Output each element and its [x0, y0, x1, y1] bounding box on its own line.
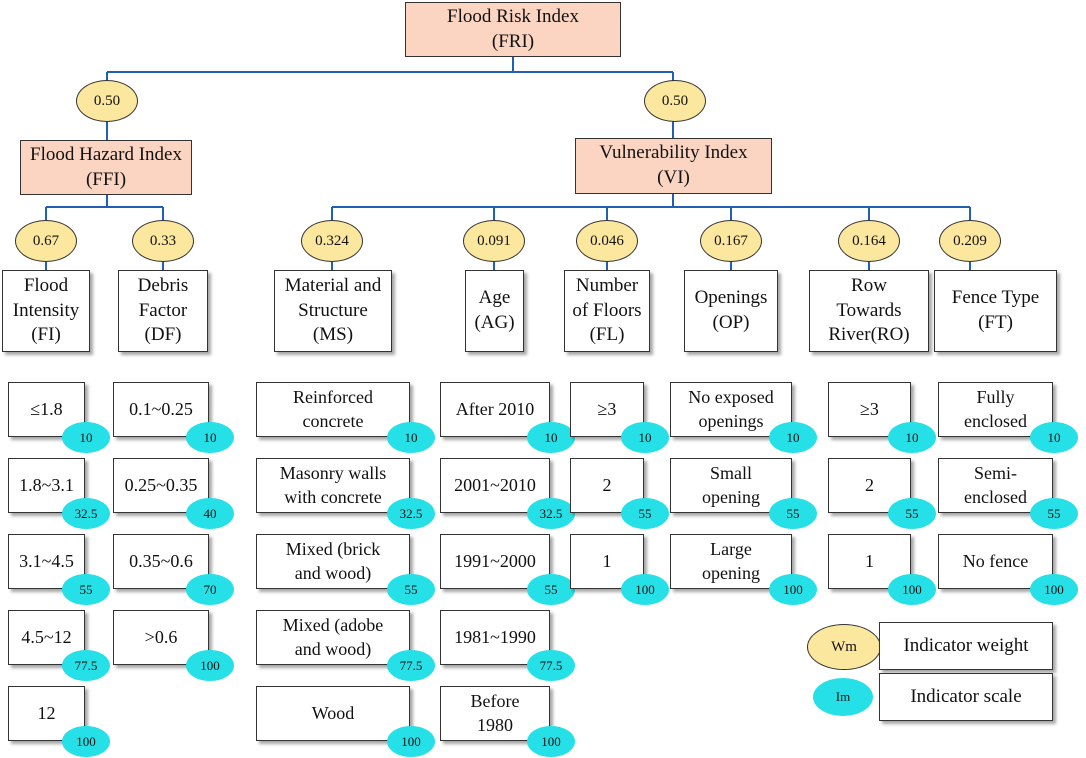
- legend-scale-symbol: Im: [813, 678, 873, 716]
- ro-scale-2-value: 55: [888, 498, 936, 529]
- op-scale-2: Small opening: [670, 458, 792, 513]
- op-scale-3: Large opening: [670, 534, 792, 589]
- ro-scale-1-value: 10: [888, 422, 936, 453]
- flood-hazard-index-box: Flood Hazard Index (FFI): [20, 140, 192, 195]
- ms-scale-1: Reinforced concrete: [256, 382, 410, 437]
- ag-scale-3-value: 55: [527, 574, 575, 605]
- ms-scale-5: Wood: [256, 686, 410, 741]
- ro-weight: 0.164: [838, 220, 900, 262]
- fl-scale-1-value: 10: [621, 422, 669, 453]
- ms-indicator-box: Material and Structure (MS): [274, 270, 392, 352]
- ro-indicator-box: Row Towards River(RO): [809, 270, 929, 352]
- vi-weight: 0.50: [644, 80, 706, 122]
- ft-indicator-box: Fence Type (FT): [934, 270, 1057, 352]
- fl-scale-1: ≥3: [570, 382, 644, 437]
- ag-weight: 0.091: [463, 220, 525, 262]
- ag-indicator-box: Age (AG): [465, 270, 524, 352]
- legend-scale-label: Indicator scale: [879, 673, 1053, 721]
- ms-scale-2-value: 32.5: [387, 498, 435, 529]
- ms-scale-5-value: 100: [387, 726, 435, 757]
- ms-weight: 0.324: [301, 220, 363, 262]
- fi-weight: 0.67: [15, 220, 77, 262]
- op-scale-1: No exposed openings: [670, 382, 792, 437]
- ms-scale-4: Mixed (adobe and wood): [256, 610, 410, 665]
- ag-scale-5-value: 100: [527, 726, 575, 757]
- df-indicator-box: Debris Factor (DF): [118, 270, 208, 352]
- ro-scale-3-value: 100: [888, 574, 936, 605]
- fi-scale-1-value: 10: [62, 422, 110, 453]
- ag-scale-2: 2001~2010: [440, 458, 550, 513]
- ms-scale-3-value: 55: [387, 574, 435, 605]
- ms-scale-1-value: 10: [387, 422, 435, 453]
- legend-weight-symbol: Wm: [807, 624, 881, 670]
- ft-scale-3-value: 100: [1030, 574, 1078, 605]
- fi-scale-2-value: 32.5: [62, 498, 110, 529]
- op-indicator-box: Openings (OP): [684, 270, 778, 352]
- ft-scale-1-value: 10: [1030, 422, 1078, 453]
- op-scale-1-value: 10: [769, 422, 817, 453]
- fi-scale-4-value: 77.5: [62, 650, 110, 681]
- op-scale-2-value: 55: [769, 498, 817, 529]
- fi-indicator-box: Flood Intensity (FI): [2, 270, 90, 352]
- ft-scale-2-value: 55: [1030, 498, 1078, 529]
- ag-scale-2-value: 32.5: [527, 498, 575, 529]
- df-scale-1-value: 10: [186, 422, 234, 453]
- df-scale-3-value: 70: [186, 574, 234, 605]
- ag-scale-1-value: 10: [527, 422, 575, 453]
- fi-scale-5-value: 100: [62, 726, 110, 757]
- fl-scale-3-value: 100: [621, 574, 669, 605]
- op-scale-3-value: 100: [769, 574, 817, 605]
- ag-scale-4-value: 77.5: [527, 650, 575, 681]
- ms-scale-2: Masonry walls with concrete: [256, 458, 410, 513]
- ms-scale-3: Mixed (brick and wood): [256, 534, 410, 589]
- fl-indicator-box: Number of Floors (FL): [564, 270, 650, 352]
- flood-risk-index-box: Flood Risk Index (FRI): [405, 2, 621, 57]
- op-weight: 0.167: [700, 220, 762, 262]
- fl-weight: 0.046: [576, 220, 638, 262]
- ms-scale-4-value: 77.5: [387, 650, 435, 681]
- fl-scale-2-value: 55: [621, 498, 669, 529]
- ft-weight: 0.209: [939, 220, 1001, 262]
- fi-scale-3-value: 55: [62, 574, 110, 605]
- df-scale-2-value: 40: [186, 498, 234, 529]
- legend-weight-label: Indicator weight: [879, 622, 1053, 670]
- vulnerability-index-box: Vulnerability Index (VI): [575, 138, 772, 194]
- ffi-weight: 0.50: [76, 80, 138, 122]
- fi-scale-1: ≤1.8: [8, 382, 85, 437]
- df-scale-4-value: 100: [186, 650, 234, 681]
- df-weight: 0.33: [132, 220, 194, 262]
